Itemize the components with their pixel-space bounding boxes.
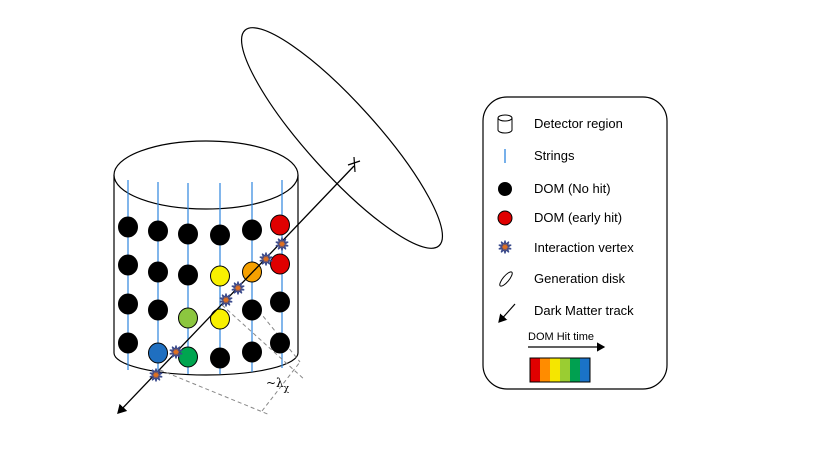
dom-no-hit — [242, 299, 262, 321]
vertex-burst — [219, 293, 233, 307]
interaction-vertex-icon — [275, 237, 289, 251]
legend-label-dom-early: DOM (early hit) — [534, 210, 622, 225]
dom-no-hit — [118, 293, 138, 315]
legend-label-strings: Strings — [534, 148, 575, 163]
legend-label-detector: Detector region — [534, 116, 623, 131]
disk-center-cross — [347, 156, 361, 173]
dom-no-hit — [178, 223, 198, 245]
dom-no-hit — [270, 291, 290, 313]
hit-time-swatch — [540, 358, 550, 382]
interaction-vertex-icon — [169, 345, 183, 359]
dom-no-hit — [118, 254, 138, 276]
hit-time-swatch — [580, 358, 590, 382]
dom-yellow-hit — [210, 265, 230, 287]
dom-no-hit — [148, 220, 168, 242]
vertex-burst — [498, 240, 512, 254]
dom-no-hit — [148, 261, 168, 283]
dom-early-hit-icon — [497, 210, 513, 226]
hit-time-swatch — [560, 358, 570, 382]
dom-no-hit — [270, 332, 290, 354]
legend-label-vertex: Interaction vertex — [534, 240, 634, 255]
hit-time-swatch — [530, 358, 540, 382]
dom-no-hit-icon — [498, 182, 512, 196]
dom-no-hit — [118, 216, 138, 238]
detector-region-icon — [497, 114, 513, 134]
interaction-vertex-icon — [231, 281, 245, 295]
vertex-burst — [231, 281, 245, 295]
vertex-burst — [275, 237, 289, 251]
hit-time-swatch — [570, 358, 580, 382]
dom-green-hit — [178, 346, 198, 368]
dom-no-hit — [148, 299, 168, 321]
vertex-burst — [169, 345, 183, 359]
hit-time-scale-frame — [529, 357, 591, 383]
dom-early-hit — [270, 214, 290, 236]
legend-label-dom-nohit: DOM (No hit) — [534, 181, 611, 196]
dom-no-hit — [210, 224, 230, 246]
legend-frame — [482, 96, 668, 390]
dom-lightgreen-hit — [178, 307, 198, 329]
legend-label-track: Dark Matter track — [534, 303, 634, 318]
interaction-vertex-icon — [149, 368, 163, 382]
interaction-vertex-icon — [259, 252, 273, 266]
lambda-label: ~λχ — [266, 376, 290, 394]
legend: Detector region Strings DOM (No hit) DOM… — [482, 96, 668, 390]
dom-yellow-hit — [210, 308, 230, 330]
hit-time-swatch — [550, 358, 560, 382]
dom-no-hit — [242, 341, 262, 363]
vertex-burst — [149, 368, 163, 382]
dom-no-hit — [118, 332, 138, 354]
lambda-dashed-lines — [159, 299, 306, 416]
generation-disk-icon — [499, 271, 513, 287]
generation-disk — [240, 27, 444, 249]
dom-no-hit — [178, 264, 198, 286]
vertex-burst — [259, 252, 273, 266]
detector-top — [113, 140, 299, 210]
dark-matter-track-icon — [498, 303, 516, 323]
dom-no-hit — [210, 347, 230, 369]
interaction-vertex-icon — [498, 240, 512, 254]
dom-blue-hit — [148, 342, 168, 364]
interaction-vertices — [149, 237, 289, 382]
interaction-vertex-icon — [219, 293, 233, 307]
hit-time-label: DOM Hit time — [528, 331, 594, 343]
hit-time-color-scale — [529, 357, 591, 383]
doms-group — [118, 214, 290, 369]
dom-early-hit — [270, 253, 290, 275]
legend-label-disk: Generation disk — [534, 271, 626, 286]
dom-no-hit — [242, 219, 262, 241]
